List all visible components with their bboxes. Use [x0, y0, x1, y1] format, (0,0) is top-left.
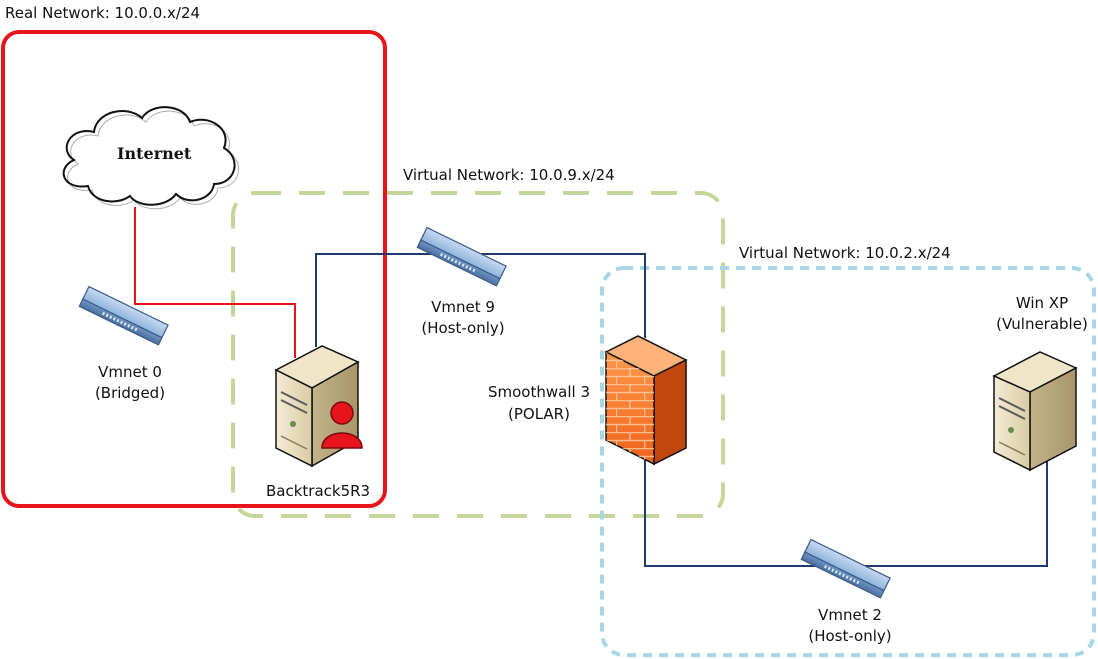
- winxp-name: Win XP: [1015, 294, 1069, 312]
- smoothwall-to-winxp-link: [644, 452, 1048, 567]
- smoothwall-mode: (POLAR): [508, 405, 570, 423]
- smoothwall-firewall-icon: [604, 335, 688, 466]
- winxp-server-icon: [992, 351, 1078, 472]
- virtual-network-9-label: Virtual Network: 10.0.9.x/24: [403, 166, 615, 184]
- vmnet0-switch-icon: [78, 285, 169, 346]
- vmnet2-name: Vmnet 2: [818, 606, 882, 624]
- vmnet2-switch-icon: [800, 538, 891, 599]
- vmnet9-switch-icon: [416, 226, 507, 287]
- backtrack-label: Backtrack5R3: [266, 482, 371, 500]
- vmnet9-mode: (Host-only): [421, 319, 505, 337]
- real-network-label: Real Network: 10.0.0.x/24: [5, 4, 201, 22]
- smoothwall-name: Smoothwall 3: [488, 383, 590, 401]
- virtual-network-2-label: Virtual Network: 10.0.2.x/24: [739, 244, 951, 262]
- winxp-mode: (Vulnerable): [996, 315, 1088, 333]
- internet-to-backtrack-link: [134, 207, 296, 358]
- internet-cloud-icon: [62, 106, 239, 210]
- vmnet0-mode: (Bridged): [94, 384, 166, 402]
- vmnet2-mode: (Host-only): [808, 627, 892, 645]
- user-badge-icon: [321, 401, 363, 449]
- internet-label: Internet: [117, 144, 192, 163]
- vmnet9-name: Vmnet 9: [431, 298, 495, 316]
- virtual-network-2-boundary: [600, 266, 1096, 657]
- vmnet0-name: Vmnet 0: [98, 363, 162, 381]
- real-network-boundary: [1, 30, 387, 508]
- virtual-network-9-boundary: [231, 191, 725, 518]
